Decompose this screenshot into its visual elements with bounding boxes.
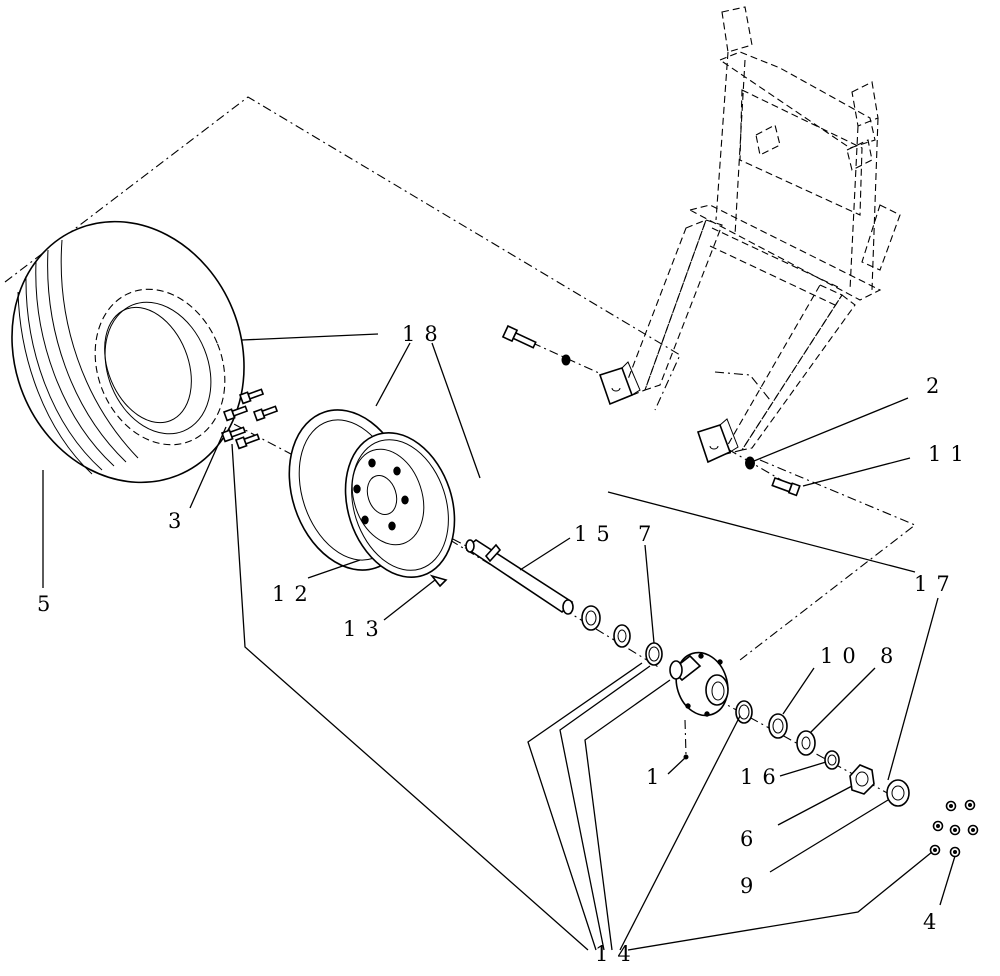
callout-15: 15	[574, 522, 619, 546]
callout-10: 10	[820, 644, 865, 668]
wheel-hub	[669, 651, 729, 717]
callout-11: 11	[928, 442, 973, 466]
callout-9: 9	[740, 874, 762, 898]
inner-bearing-cup	[645, 642, 663, 666]
spindle-washer	[796, 730, 816, 756]
lock-washer	[745, 456, 755, 470]
frame-bracket	[619, 6, 901, 456]
axle-spindle	[464, 539, 574, 615]
hub-seal	[581, 605, 601, 631]
callout-8: 8	[880, 644, 902, 668]
spacer-ring	[824, 750, 840, 770]
callout-13: 13	[343, 617, 388, 641]
tire	[11, 220, 245, 484]
callout-6: 6	[740, 827, 762, 851]
mounting-tab-right	[696, 418, 739, 464]
inner-bearing-cone	[613, 624, 631, 648]
mount-bolt	[771, 476, 801, 497]
lug-nuts	[929, 799, 979, 858]
callout-4: 4	[923, 910, 945, 934]
callout-12: 12	[272, 582, 317, 606]
lock-washer-left	[561, 354, 571, 366]
callout-3: 3	[168, 509, 190, 533]
mounting-tab-left	[598, 361, 641, 406]
castle-nut	[849, 764, 875, 795]
callout-16: 16	[740, 765, 785, 789]
frame-mount-bolt-left	[501, 324, 537, 349]
callout-1: 1	[646, 765, 668, 789]
leader-lines	[42, 333, 956, 951]
outer-bearing-cone	[768, 713, 788, 739]
wheel-rim	[288, 409, 456, 578]
callout-5: 5	[37, 592, 59, 616]
dust-cap	[886, 779, 910, 807]
callout-14: 14	[595, 942, 640, 966]
wheel-bolts	[220, 388, 279, 450]
outer-bearing-cup	[735, 700, 753, 724]
callout-17: 17	[914, 572, 959, 596]
callout-2: 2	[926, 374, 948, 398]
callout-7: 7	[638, 522, 660, 546]
valve-stem	[429, 574, 448, 588]
callout-labels: 1 2 3 4 5 6 7 8 9 10 11 12 13 14 15 16 1…	[37, 322, 973, 966]
callout-18: 18	[402, 322, 447, 346]
